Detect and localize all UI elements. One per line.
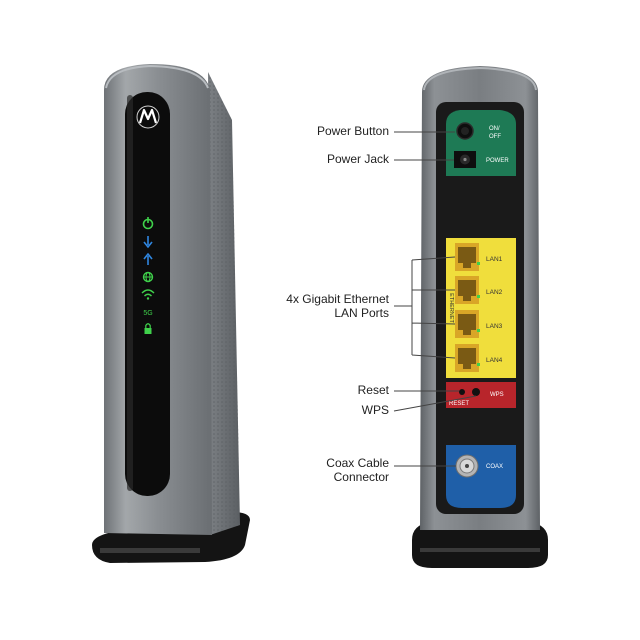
callout-line-wps bbox=[393, 395, 477, 412]
wps-label: WPS bbox=[490, 392, 504, 398]
coax-connector[interactable] bbox=[455, 454, 479, 478]
upload-icon bbox=[143, 252, 153, 265]
lock-icon bbox=[144, 323, 152, 334]
coax-label: COAX bbox=[486, 464, 503, 470]
power-icon bbox=[142, 217, 154, 230]
lan-port-1[interactable] bbox=[455, 243, 480, 271]
download-icon bbox=[143, 236, 153, 249]
lan-port-label-1: LAN1 bbox=[486, 256, 503, 263]
callout-ethernet-line1: 4x Gigabit Ethernet bbox=[286, 292, 389, 306]
ethernet-vertical-label: ETHERNET bbox=[448, 293, 454, 323]
lan-port-label-4: LAN4 bbox=[486, 357, 503, 364]
power-label: POWER bbox=[486, 158, 509, 164]
callout-bracket-lan bbox=[394, 256, 456, 359]
callout-lines bbox=[393, 131, 477, 467]
coax-panel bbox=[446, 445, 516, 508]
globe-icon bbox=[142, 271, 154, 283]
reset-button[interactable] bbox=[459, 389, 465, 395]
reset-wps-panel bbox=[446, 382, 516, 408]
motorola-logo bbox=[136, 105, 160, 129]
front-modem: 5G bbox=[92, 64, 250, 563]
reset-label: RESET bbox=[449, 401, 469, 407]
lan-port-label-2: LAN2 bbox=[486, 289, 503, 296]
callout-reset: Reset bbox=[357, 383, 389, 397]
back-modem: ON/ OFF POWER ETHERNET LAN1 LAN2 LAN bbox=[412, 66, 548, 568]
wifi-5ghz-icon: 5G bbox=[143, 310, 152, 317]
on-off-label-1: ON/ bbox=[489, 126, 500, 132]
lan-port-3[interactable] bbox=[455, 310, 480, 338]
callout-coax-line1: Coax Cable bbox=[326, 456, 389, 470]
wps-button[interactable] bbox=[472, 388, 480, 396]
wifi-icon bbox=[141, 289, 155, 300]
lan-port-2[interactable] bbox=[455, 276, 480, 304]
lan-port-label-3: LAN3 bbox=[486, 323, 503, 330]
callout-power-button: Power Button bbox=[316, 124, 389, 138]
callout-power-jack: Power Jack bbox=[326, 152, 389, 166]
lan-port-4[interactable] bbox=[455, 344, 480, 372]
callout-wps: WPS bbox=[361, 403, 389, 417]
on-off-label-2: OFF bbox=[489, 134, 501, 140]
callout-coax-line2: Connector bbox=[333, 470, 389, 484]
back-stand bbox=[412, 522, 548, 568]
callout-ethernet-line2: LAN Ports bbox=[334, 306, 389, 320]
